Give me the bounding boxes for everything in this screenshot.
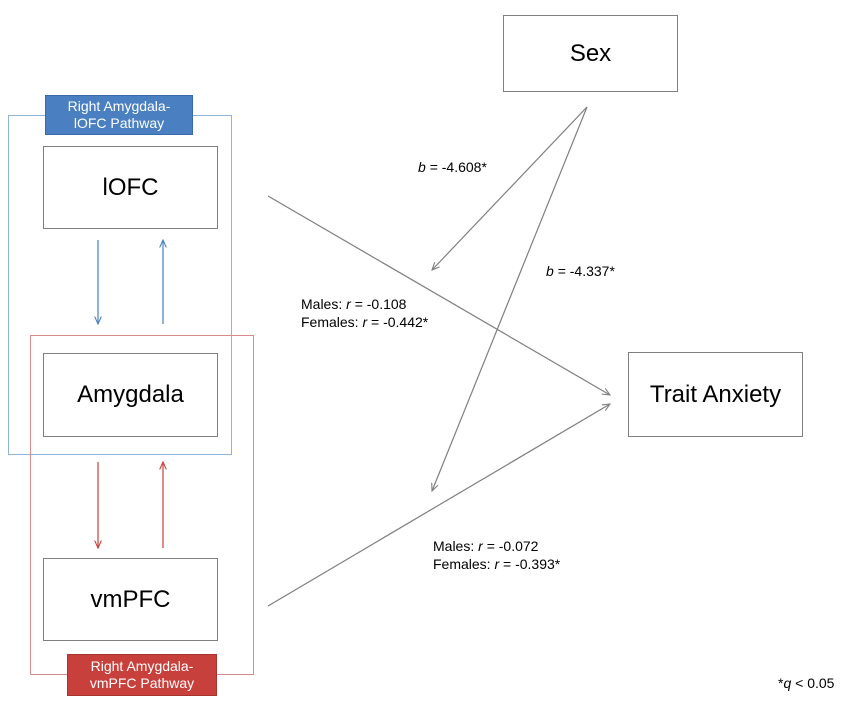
node-sex: Sex — [503, 15, 678, 92]
females-prefix: Females: — [433, 556, 495, 572]
males-correlation: Males: r = -0.072 — [433, 537, 560, 555]
b-value: = -4.337* — [557, 263, 615, 279]
correlation-lofc-anxiety: Males: r = -0.108 Females: r = -0.442* — [301, 295, 428, 331]
node-vmpfc-label: vmPFC — [90, 585, 171, 613]
node-lofc: lOFC — [43, 146, 218, 229]
node-sex-label: Sex — [569, 39, 612, 67]
amygdala-lofc-pathway-tag: Right Amygdala- lOFC Pathway — [45, 95, 193, 135]
node-trait-anxiety: Trait Anxiety — [628, 352, 803, 437]
arrow-vmpfc-to-trait-anxiety — [267, 404, 610, 607]
males-value: = -0.108 — [354, 296, 407, 312]
males-correlation: Males: r = -0.108 — [301, 295, 428, 313]
node-lofc-label: lOFC — [102, 173, 159, 201]
amygdala-vmpfc-pathway-line1: Right Amygdala- — [90, 658, 194, 674]
amygdala-lofc-pathway-line2: lOFC Pathway — [73, 115, 165, 131]
amygdala-vmpfc-pathway-tag: Right Amygdala- vmPFC Pathway — [67, 654, 217, 696]
males-value: = -0.072 — [486, 538, 539, 554]
moderation-b-vmpfc: b = -4.337* — [546, 262, 615, 280]
arrow-sex-moderates-vmpfc-path — [432, 106, 588, 491]
b-value: = -4.608* — [429, 159, 487, 175]
q-symbol: q — [783, 675, 792, 691]
node-amygdala: Amygdala — [43, 353, 218, 437]
b-symbol: b — [546, 263, 554, 279]
amygdala-vmpfc-pathway-line2: vmPFC Pathway — [89, 675, 195, 691]
significance-footnote: *q < 0.05 — [778, 674, 834, 692]
correlation-vmpfc-anxiety: Males: r = -0.072 Females: r = -0.393* — [433, 537, 560, 573]
footnote-threshold: < 0.05 — [791, 675, 835, 691]
b-symbol: b — [418, 159, 426, 175]
arrow-sex-moderates-lofc-path — [432, 106, 588, 270]
r-symbol: r — [362, 314, 368, 330]
females-prefix: Females: — [301, 314, 363, 330]
moderation-b-lofc: b = -4.608* — [418, 158, 487, 176]
females-correlation: Females: r = -0.393* — [433, 555, 560, 573]
r-symbol: r — [346, 296, 351, 312]
node-vmpfc: vmPFC — [43, 558, 218, 641]
amygdala-lofc-pathway-line1: Right Amygdala- — [67, 98, 171, 114]
males-prefix: Males: — [433, 538, 479, 554]
footnote-star: * — [778, 675, 784, 691]
arrow-lofc-to-trait-anxiety — [267, 195, 610, 395]
males-prefix: Males: — [301, 296, 347, 312]
females-correlation: Females: r = -0.442* — [301, 313, 428, 331]
females-value: = -0.442* — [371, 314, 429, 330]
r-symbol: r — [478, 538, 483, 554]
r-symbol: r — [494, 556, 500, 572]
node-trait-anxiety-label: Trait Anxiety — [649, 380, 782, 408]
females-value: = -0.393* — [503, 556, 561, 572]
node-amygdala-label: Amygdala — [77, 381, 184, 408]
